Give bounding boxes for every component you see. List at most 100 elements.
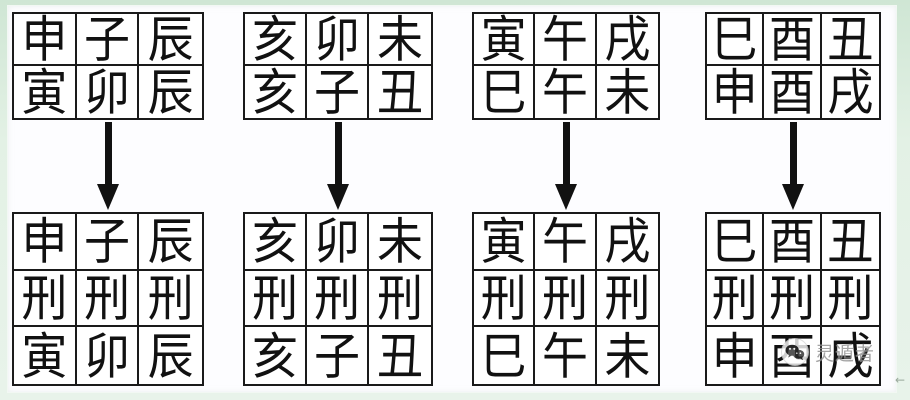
table-cell: 未 <box>369 14 431 66</box>
cell-glyph: 卯 <box>83 66 130 118</box>
cell-glyph: 午 <box>541 327 588 384</box>
cell-glyph: 亥 <box>252 327 298 384</box>
arrow-head <box>782 184 804 210</box>
bottom-table-group-1: 申 子 辰 刑 刑 刑 寅 卯 辰 <box>12 212 204 386</box>
table-cell: 刑 <box>821 270 879 328</box>
table-cell: 申 <box>707 66 765 118</box>
table-cell: 午 <box>535 66 597 118</box>
cell-glyph: 午 <box>541 214 588 271</box>
table-cell: 未 <box>597 66 658 118</box>
down-arrow-group-1 <box>97 122 119 210</box>
cell-glyph: 刑 <box>21 270 68 328</box>
down-arrow-group-2 <box>327 122 349 210</box>
top-table-group-4: 巳 酉 丑 申 酉 戌 <box>705 12 881 120</box>
table-cell: 申 <box>14 14 77 66</box>
top-table-group-3: 寅 午 戌 巳 午 未 <box>472 12 660 120</box>
table-cell: 酉 <box>764 14 822 66</box>
cell-glyph: 亥 <box>252 214 298 271</box>
table-cell: 刑 <box>139 271 202 328</box>
cell-glyph: 戌 <box>604 14 651 66</box>
table-cell: 子 <box>76 14 140 66</box>
table-cell: 未 <box>369 214 431 271</box>
cell-glyph: 戌 <box>604 214 651 271</box>
arrow-shaft <box>790 122 797 188</box>
cell-glyph: 申 <box>21 14 68 66</box>
table-cell: 寅 <box>474 214 536 271</box>
cell-glyph: 未 <box>604 66 651 118</box>
table-cell: 申 <box>707 327 765 384</box>
table-cell: 刑 <box>76 270 140 328</box>
table-cell: 亥 <box>245 66 307 118</box>
cell-glyph: 未 <box>377 214 423 271</box>
arrow-shaft <box>335 122 342 188</box>
table-cell: 刑 <box>245 270 307 328</box>
table-cell: 寅 <box>14 327 77 384</box>
cell-glyph: 午 <box>541 14 588 66</box>
cell-glyph: 刑 <box>768 270 815 328</box>
table-cell: 刑 <box>535 270 597 328</box>
cell-glyph: 申 <box>711 327 758 384</box>
table-cell: 午 <box>535 214 597 271</box>
table-cell: 午 <box>535 14 597 66</box>
table-cell: 戌 <box>596 214 658 271</box>
cell-glyph: 酉 <box>768 66 815 118</box>
top-table-group-2: 亥 卯 未 亥 子 丑 <box>243 12 433 120</box>
arrow-head <box>97 184 119 210</box>
cell-glyph: 巳 <box>480 66 527 118</box>
table-cell: 亥 <box>245 327 307 384</box>
table-cell: 亥 <box>245 214 307 271</box>
cell-glyph: 卯 <box>83 327 130 384</box>
cell-glyph: 亥 <box>252 66 298 118</box>
cell-glyph: 巳 <box>711 214 758 271</box>
table-cell: 未 <box>597 327 658 384</box>
table-cell: 巳 <box>474 66 536 118</box>
cell-glyph: 酉 <box>768 214 815 271</box>
table-cell: 刑 <box>369 271 431 328</box>
cell-glyph: 申 <box>711 66 758 118</box>
cell-glyph: 寅 <box>480 14 527 66</box>
table-cell: 辰 <box>139 66 202 118</box>
down-arrow-group-4 <box>782 122 804 210</box>
cell-glyph: 丑 <box>827 214 874 271</box>
cell-glyph: 子 <box>314 327 360 384</box>
bottom-table-group-4: 巳 酉 丑 刑 刑 刑 申 酉 戌 <box>705 212 881 386</box>
cell-glyph: 刑 <box>147 270 194 328</box>
table-cell: 刑 <box>596 271 658 328</box>
table-cell: 酉 <box>764 214 822 271</box>
cell-glyph: 午 <box>541 66 588 118</box>
table-cell: 丑 <box>821 14 879 66</box>
table-cell: 卯 <box>307 14 369 66</box>
cell-glyph: 刑 <box>83 270 130 328</box>
cell-glyph: 刑 <box>314 270 360 328</box>
cell-glyph: 寅 <box>21 327 68 384</box>
table-cell: 辰 <box>139 214 202 271</box>
table-cell: 戌 <box>822 327 879 384</box>
table-cell: 子 <box>76 214 140 271</box>
table-cell: 丑 <box>821 214 879 271</box>
table-cell: 巳 <box>474 327 536 384</box>
cell-glyph: 亥 <box>252 14 298 66</box>
cell-glyph: 巳 <box>480 327 527 384</box>
cell-glyph: 刑 <box>827 270 874 328</box>
table-cell: 卯 <box>77 66 140 118</box>
cell-glyph: 戌 <box>827 327 874 384</box>
cell-glyph: 戌 <box>827 66 874 118</box>
down-arrow-group-3 <box>555 122 577 210</box>
cell-glyph: 未 <box>377 14 423 66</box>
table-cell: 寅 <box>14 66 77 118</box>
cell-glyph: 卯 <box>314 214 360 271</box>
arrow-head <box>555 184 577 210</box>
cell-glyph: 丑 <box>827 14 874 66</box>
table-cell: 酉 <box>764 66 822 118</box>
cell-glyph: 辰 <box>147 14 194 66</box>
table-cell: 子 <box>307 66 369 118</box>
cell-glyph: 酉 <box>768 14 815 66</box>
table-cell: 亥 <box>245 14 307 66</box>
bottom-table-group-2: 亥 卯 未 刑 刑 刑 亥 子 丑 <box>243 212 433 386</box>
table-cell: 丑 <box>369 66 431 118</box>
cell-glyph: 刑 <box>377 270 423 328</box>
arrow-shaft <box>105 122 112 188</box>
cell-glyph: 刑 <box>541 270 588 328</box>
table-cell: 申 <box>14 214 77 271</box>
